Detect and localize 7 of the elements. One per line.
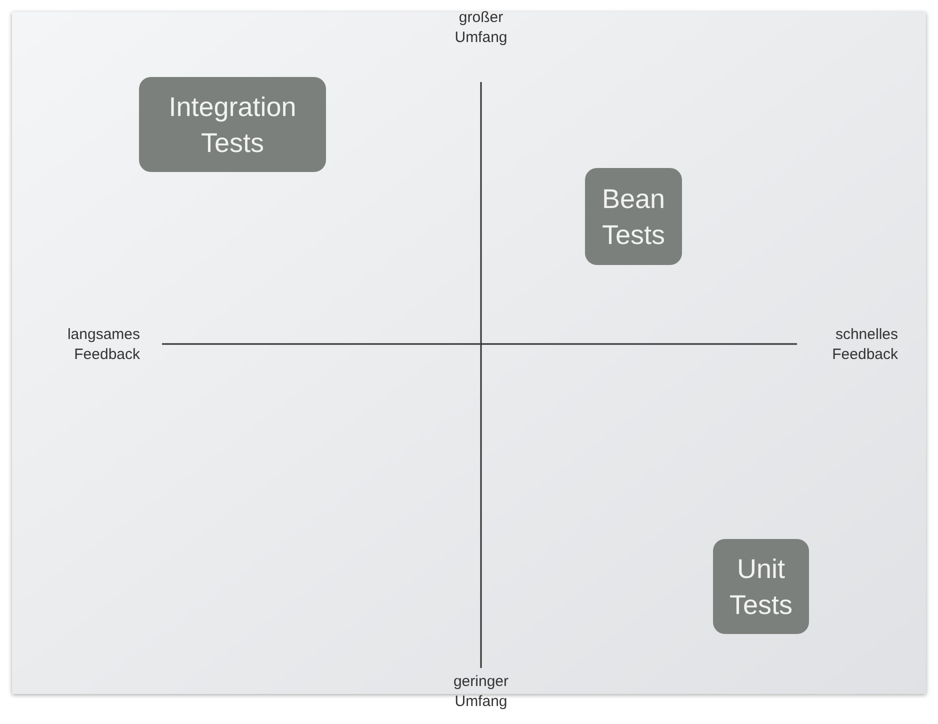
test-type-box: Integration Tests <box>139 77 326 172</box>
axis-label: geringer Umfang <box>452 672 510 712</box>
axis-label: großer Umfang <box>454 8 508 48</box>
axis-label: langsames Feedback <box>66 325 140 365</box>
test-type-box: Unit Tests <box>713 539 809 634</box>
axis-label: schnelles Feedback <box>831 325 898 365</box>
test-type-box: Bean Tests <box>585 168 682 265</box>
